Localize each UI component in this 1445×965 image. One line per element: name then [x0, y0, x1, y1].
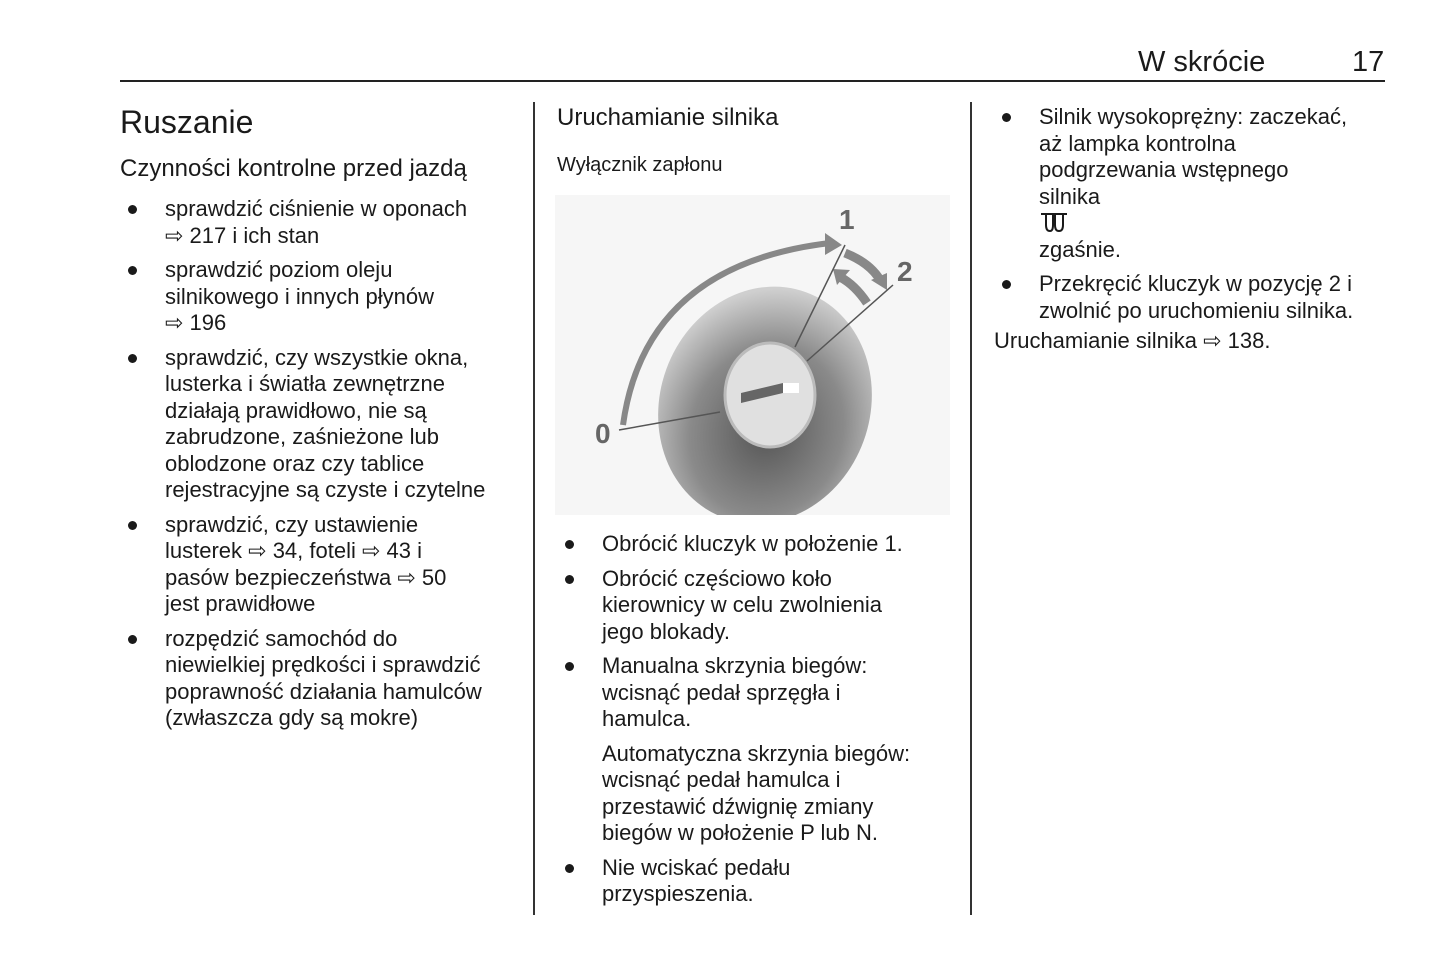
- section-title: W skrócie: [1138, 46, 1266, 78]
- list-item: Obrócić kluczyk w położenie 1.: [565, 531, 962, 558]
- item-text: sprawdzić poziom oleju silnikowego i inn…: [165, 257, 435, 335]
- bullet-icon: [1002, 113, 1011, 122]
- automatic-transmission-note: Automatyczna skrzynia biegów: wcisnąć pe…: [602, 740, 911, 846]
- subsection-heading: Czynności kontrolne przed jazdą: [120, 155, 467, 182]
- subsection-heading: Wyłącznik zapłonu: [557, 154, 723, 176]
- item-text: Przekręcić kluczyk w pozycję 2 i zwolnić…: [1039, 271, 1354, 323]
- column-3: Silnik wysokoprężny: zaczekać, aż lampka…: [994, 104, 1394, 355]
- column-2: Uruchamianie silnika Wyłącznik zapłonu: [557, 104, 957, 177]
- bullet-icon: [128, 266, 137, 275]
- list-item: Manualna skrzynia biegów: wcisnąć pedał …: [565, 653, 962, 847]
- item-text: Obrócić częściowo koło kierownicy w celu…: [602, 565, 883, 644]
- ignition-switch-illustration: 0 1 2: [555, 195, 950, 515]
- bullet-icon: [1002, 280, 1011, 289]
- bullet-icon: [565, 574, 574, 584]
- bullet-icon: [565, 662, 574, 671]
- key-slot-icon: [741, 383, 783, 403]
- item-text: Nie wciskać pedału przyspieszenia.: [602, 854, 791, 907]
- start-steps: Obrócić kluczyk w położenie 1. Obrócić c…: [565, 531, 962, 916]
- column-divider: [970, 102, 972, 915]
- list-item: sprawdzić, czy ustawienie lusterek ⇨ 34,…: [128, 511, 530, 618]
- item-text: Silnik wysokoprężny: zaczekać, aż lampka…: [1039, 104, 1348, 209]
- item-text: rozpędzić samochód do niewielkiej prędko…: [165, 625, 482, 731]
- page-number: 17: [1352, 46, 1385, 78]
- list-item: sprawdzić poziom oleju silnikowego i inn…: [128, 257, 530, 337]
- list-item: sprawdzić, czy wszystkie okna, lusterka …: [128, 344, 530, 504]
- section-heading: Uruchamianie silnika: [557, 104, 779, 131]
- list-item: Przekręcić kluczyk w pozycję 2 i zwolnić…: [1002, 271, 1394, 324]
- list-item: Nie wciskać pedału przyspieszenia.: [565, 854, 962, 908]
- bullet-icon: [128, 205, 137, 214]
- item-text: zgaśnie.: [1039, 236, 1121, 262]
- section-heading: Ruszanie: [120, 104, 254, 140]
- position-label-0: 0: [595, 418, 611, 449]
- header-rule: [120, 80, 1385, 82]
- list-item: rozpędzić samochód do niewielkiej prędko…: [128, 625, 530, 732]
- bullet-icon: [565, 863, 574, 873]
- bullet-icon: [565, 540, 574, 549]
- column-1: Ruszanie Czynności kontrolne przed jazdą…: [120, 104, 530, 740]
- page-reference: Uruchamianie silnika ⇨ 138.: [994, 328, 1271, 353]
- glow-plug-icon: [1041, 213, 1067, 233]
- list-item: Obrócić częściowo koło kierownicy w celu…: [565, 565, 962, 646]
- bullet-icon: [128, 353, 137, 363]
- list-item: sprawdzić ciśnienie w oponach ⇨ 217 i ic…: [128, 196, 530, 249]
- bullet-icon: [128, 634, 137, 644]
- checklist: sprawdzić ciśnienie w oponach ⇨ 217 i ic…: [120, 196, 530, 732]
- item-text: sprawdzić ciśnienie w oponach ⇨ 217 i ic…: [165, 196, 468, 248]
- list-item: Silnik wysokoprężny: zaczekać, aż lampka…: [1002, 104, 1394, 263]
- item-text: Obrócić kluczyk w położenie 1.: [602, 531, 903, 556]
- position-label-2: 2: [897, 256, 913, 287]
- bullet-icon: [128, 520, 137, 530]
- item-text: Manualna skrzynia biegów: wcisnąć pedał …: [602, 653, 868, 731]
- item-text: sprawdzić, czy ustawienie lusterek ⇨ 34,…: [165, 511, 447, 617]
- column-divider: [533, 102, 535, 915]
- position-label-1: 1: [839, 204, 855, 235]
- item-text: sprawdzić, czy wszystkie okna, lusterka …: [165, 344, 486, 503]
